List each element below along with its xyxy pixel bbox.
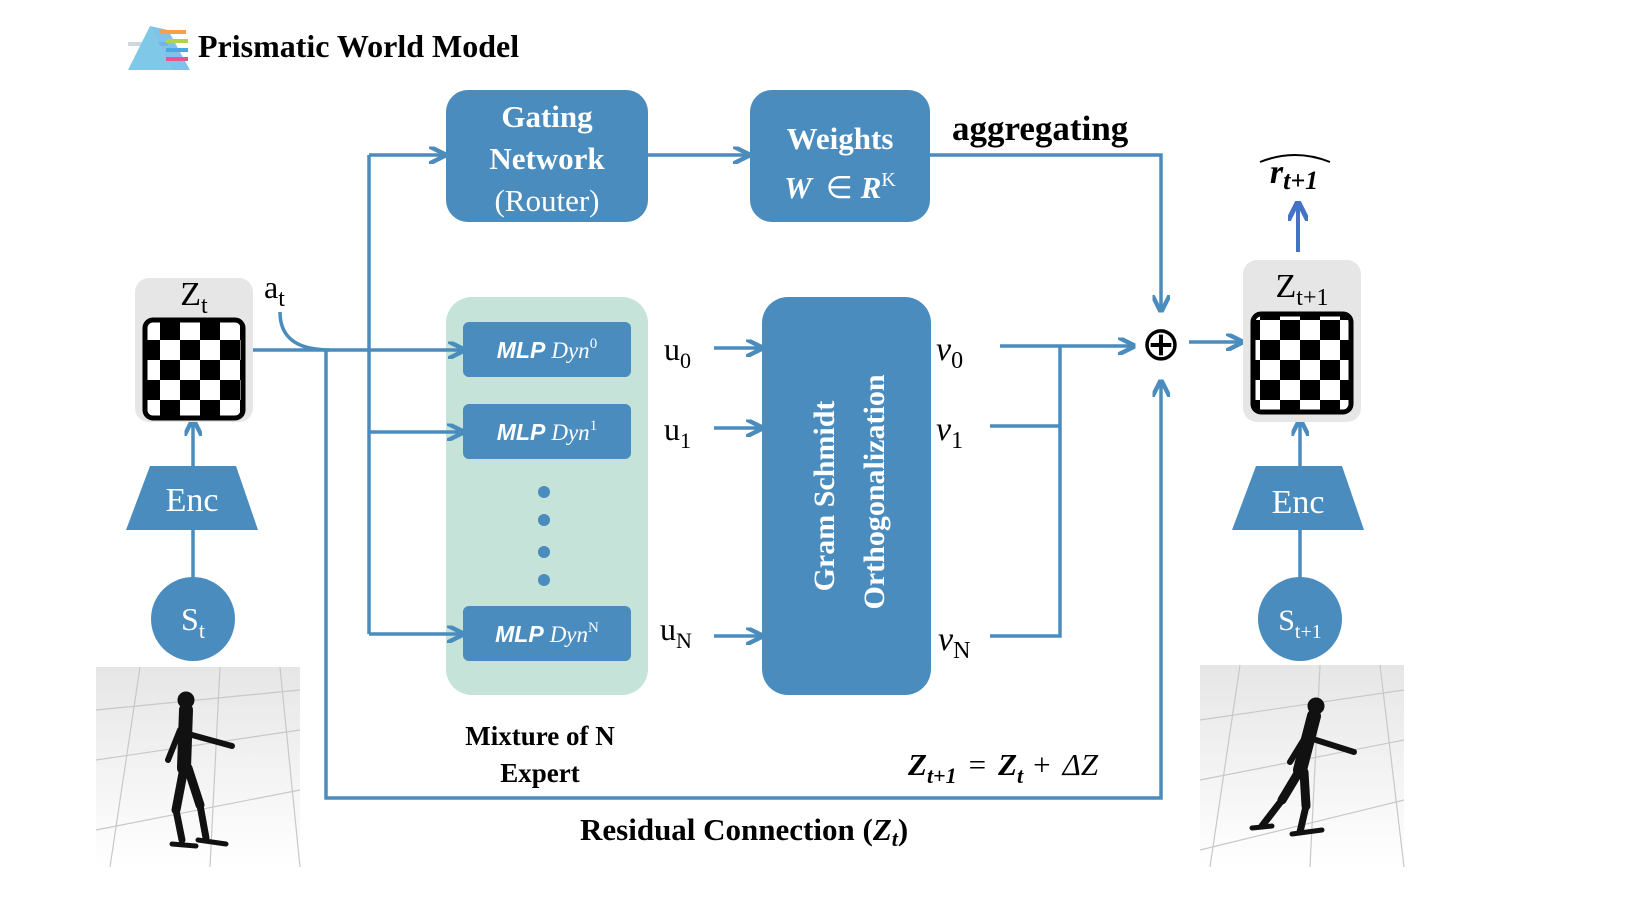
action-label: at	[264, 269, 285, 312]
latent-label-left: Zt	[180, 276, 208, 319]
robot-scene-left	[95, 666, 301, 868]
residual-caption: Residual Connection (Zt)	[580, 812, 908, 851]
gating-label-1: Gating	[501, 99, 593, 134]
page-title: Prismatic World Model	[198, 28, 519, 64]
encoder-right-label: Enc	[1272, 484, 1325, 521]
latent-grid-left	[142, 317, 246, 421]
gating-network-box	[446, 90, 648, 222]
gating-label-2: Network	[489, 141, 605, 176]
expert-box-1	[463, 404, 631, 459]
state-node-right	[1258, 577, 1342, 661]
weights-formula: W∈RK	[784, 169, 896, 205]
robot-scene-right	[1199, 664, 1405, 868]
expert-ellipsis	[538, 486, 550, 586]
encoder-left-label: Enc	[166, 482, 219, 519]
weights-label: Weights	[787, 121, 894, 156]
v-label-1: v1	[936, 411, 963, 454]
latent-label-right: Zt+1	[1276, 268, 1329, 311]
u-label-n: uN	[660, 611, 692, 653]
u-label-1: u1	[664, 411, 691, 453]
weights-box	[750, 90, 930, 222]
state-node-left	[151, 577, 235, 661]
v-label-n: vN	[938, 621, 970, 664]
gram-schmidt-label-2: Orthogonalization	[858, 374, 891, 609]
reward-hat-icon	[1259, 154, 1331, 163]
connectors	[193, 155, 1300, 800]
mixture-title-2: Expert	[500, 758, 579, 788]
reward-label: rt+1	[1270, 154, 1318, 195]
logo-icon	[128, 26, 190, 70]
gram-schmidt-label-1: Gram Schmidt	[808, 401, 841, 592]
v-label-0: v0	[936, 331, 963, 374]
encoder-right	[1232, 466, 1364, 530]
residual-equation: Zt+1=Zt+ΔZ	[907, 747, 1099, 788]
mixture-title-1: Mixture of N	[465, 721, 615, 751]
encoder-left	[126, 466, 258, 530]
state-label-left: St	[181, 601, 205, 643]
gating-label-3: (Router)	[494, 183, 599, 218]
aggregating-label: aggregating	[952, 109, 1129, 148]
state-label-right: St+1	[1278, 604, 1322, 643]
u-label-0: u0	[664, 331, 691, 373]
expert-box-n	[463, 606, 631, 661]
expert-box-0	[463, 322, 631, 377]
sum-icon: ⊕	[1141, 318, 1181, 371]
latent-grid-right	[1250, 311, 1354, 415]
gram-schmidt-box	[762, 297, 931, 695]
